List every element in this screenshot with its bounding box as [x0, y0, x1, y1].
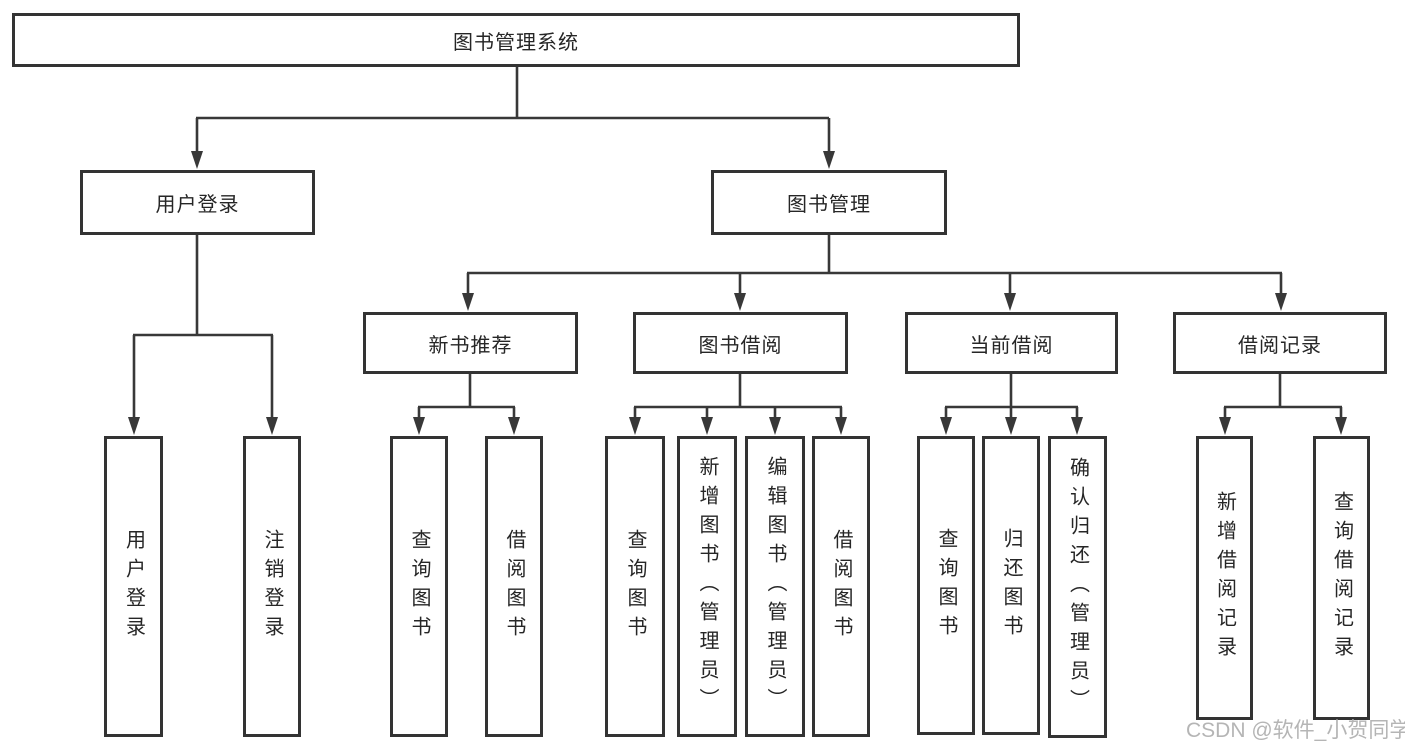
node-user-login: 用户登录 — [80, 170, 315, 235]
leaf-query-book-borrow: 查询图书 — [605, 436, 665, 737]
leaf-confirm-return-admin: 确认归还（管理员） — [1048, 436, 1107, 738]
leaf-borrow-book-recommend-label: 借阅图书 — [503, 528, 525, 645]
leaf-user-login: 用户登录 — [104, 436, 163, 737]
leaf-borrow-book: 借阅图书 — [812, 436, 870, 737]
node-user-login-label: 用户登录 — [155, 194, 240, 216]
leaf-logout-label: 注销登录 — [261, 528, 283, 645]
node-current-borrow-label: 当前借阅 — [969, 334, 1054, 357]
leaf-query-book-recommend-label: 查询图书 — [408, 528, 430, 645]
leaf-query-book-current-label: 查询图书 — [935, 527, 957, 644]
leaf-return-book: 归还图书 — [982, 436, 1040, 735]
node-borrow-record-label: 借阅记录 — [1238, 334, 1322, 357]
leaf-user-login-label: 用户登录 — [122, 528, 145, 645]
csdn-watermark: CSDN @软件_小贺同学 — [1186, 719, 1405, 742]
node-book-borrow-label: 图书借阅 — [698, 334, 783, 357]
node-root-system: 图书管理系统 — [12, 13, 1020, 67]
node-book-management: 图书管理 — [711, 170, 947, 235]
node-book-borrow: 图书借阅 — [633, 312, 848, 374]
leaf-logout: 注销登录 — [243, 436, 301, 737]
node-book-management-label: 图书管理 — [787, 194, 871, 216]
leaf-query-borrow-record-label: 查询借阅记录 — [1330, 491, 1353, 665]
node-borrow-record: 借阅记录 — [1173, 312, 1387, 374]
leaf-return-book-label: 归还图书 — [1000, 527, 1022, 644]
leaf-borrow-book-recommend: 借阅图书 — [485, 436, 543, 737]
leaf-add-borrow-record-label: 新增借阅记录 — [1213, 491, 1236, 665]
leaf-add-book-admin-label: 新增图书（管理员） — [696, 456, 718, 717]
leaf-confirm-return-admin-label: 确认归还（管理员） — [1066, 456, 1089, 718]
leaf-query-book-recommend: 查询图书 — [390, 436, 448, 737]
node-new-book-recommend: 新书推荐 — [363, 312, 578, 374]
node-current-borrow: 当前借阅 — [905, 312, 1118, 374]
leaf-edit-book-admin: 编辑图书（管理员） — [745, 436, 805, 737]
leaf-query-borrow-record: 查询借阅记录 — [1313, 436, 1370, 720]
leaf-edit-book-admin-label: 编辑图书（管理员） — [764, 456, 786, 717]
leaf-query-book-current: 查询图书 — [917, 436, 975, 735]
leaf-query-book-borrow-label: 查询图书 — [624, 528, 646, 645]
node-new-book-recommend-label: 新书推荐 — [428, 334, 513, 357]
node-root-label: 图书管理系统 — [453, 31, 579, 54]
leaf-borrow-book-label: 借阅图书 — [830, 528, 852, 645]
leaf-add-borrow-record: 新增借阅记录 — [1196, 436, 1253, 720]
leaf-add-book-admin: 新增图书（管理员） — [677, 436, 737, 737]
